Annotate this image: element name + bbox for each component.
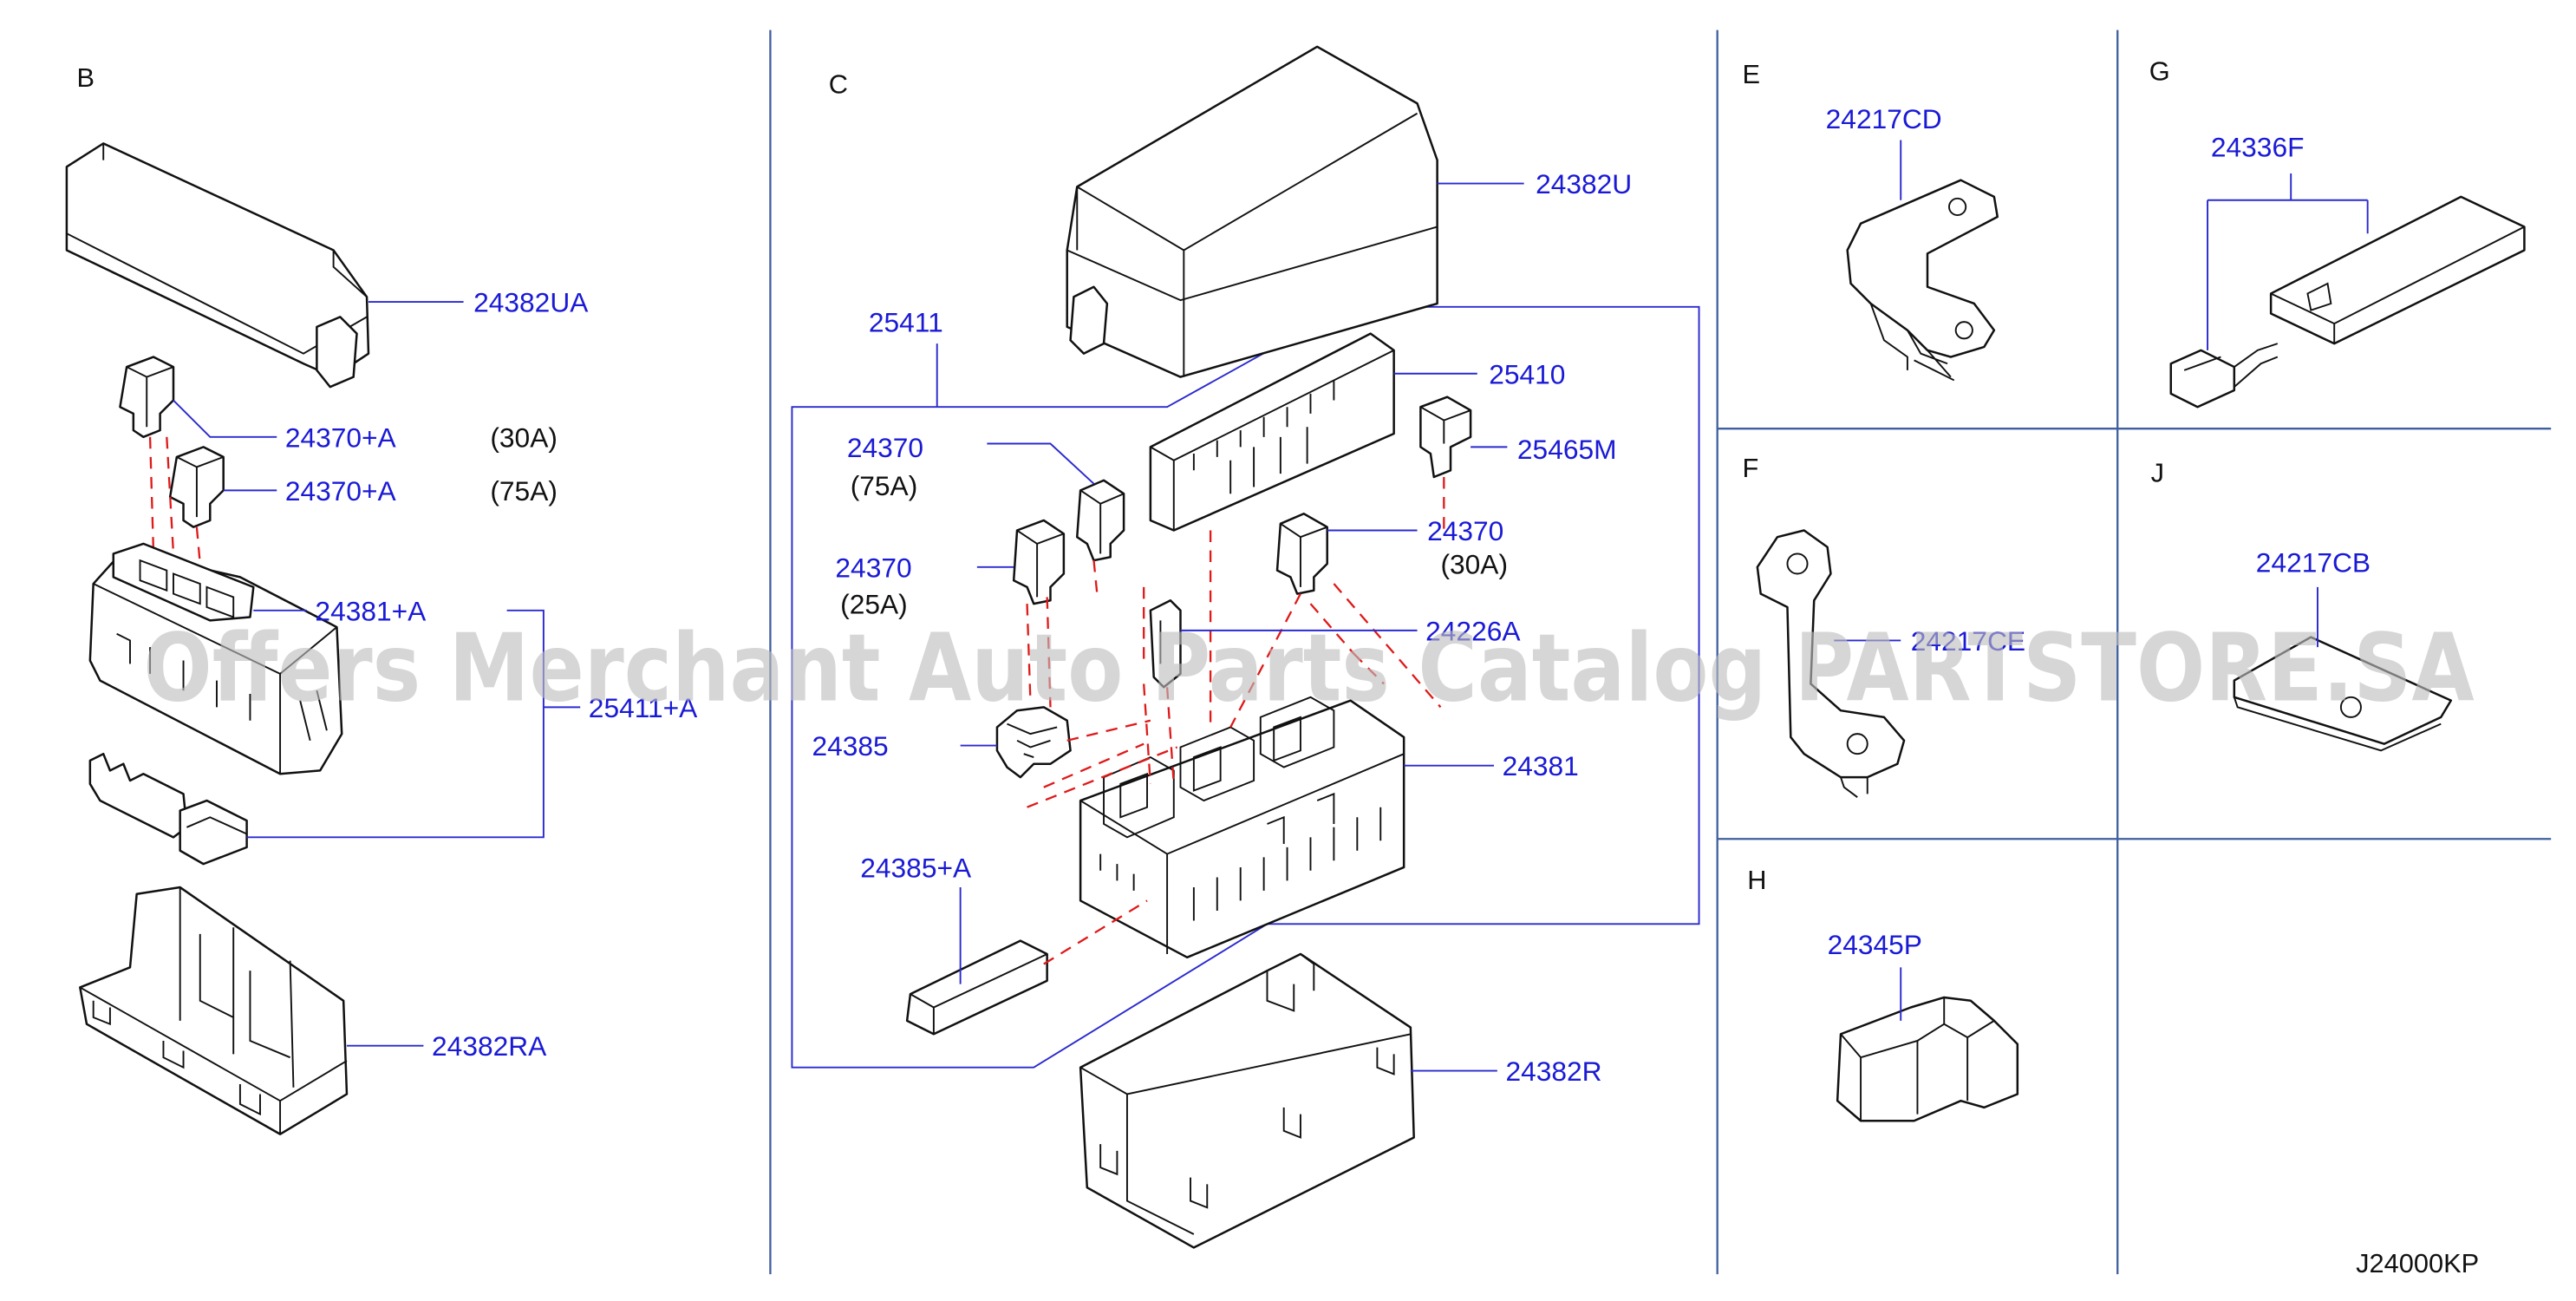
lower-cover-c[interactable]: [1079, 952, 1415, 1249]
pn-24382u[interactable]: 24382U: [1536, 168, 1632, 199]
pn-24217ce[interactable]: 24217CE: [1911, 625, 2025, 657]
fuse-box-cover-b[interactable]: [65, 142, 370, 389]
rating-30a-b: (30A): [490, 422, 558, 453]
panel-dividers: [769, 29, 2552, 1275]
section-label-e: E: [1743, 59, 1761, 89]
connector-24385[interactable]: [995, 706, 1072, 779]
pn-24382r[interactable]: 24382R: [1505, 1056, 1601, 1087]
fuse-box-cover-c[interactable]: [1066, 45, 1438, 378]
fuse-30a-b[interactable]: [119, 356, 175, 439]
rating-75a-c: (75A): [851, 470, 918, 501]
pn-25410[interactable]: 25410: [1489, 358, 1565, 389]
bracket-24217ce[interactable]: [1756, 529, 1906, 798]
pn-24382ra[interactable]: 24382RA: [432, 1030, 547, 1062]
section-label-g: G: [2149, 56, 2170, 86]
section-h: 24345P: [1828, 929, 2019, 1122]
cap-24345p[interactable]: [1836, 996, 2019, 1122]
rating-25a-c: (25A): [840, 589, 908, 620]
pn-24217cd[interactable]: 24217CD: [1826, 103, 1942, 134]
fuse-25465m[interactable]: [1419, 396, 1472, 479]
section-j: 24217CB: [2233, 547, 2453, 752]
section-f: 24217CE: [1756, 529, 2025, 798]
pn-24385[interactable]: 24385: [812, 730, 889, 762]
section-label-c: C: [829, 69, 848, 100]
fuse-75a-c[interactable]: [1076, 479, 1125, 562]
pn-24336f[interactable]: 24336F: [2211, 132, 2305, 163]
section-b: 24382UA 24370+A (30A) 24370+A (75A) 2438…: [65, 142, 698, 1135]
pn-24345p[interactable]: 24345P: [1828, 929, 1922, 960]
section-label-h: H: [1747, 865, 1766, 895]
fuse-bracket-25410[interactable]: [1149, 332, 1395, 532]
pn-24385a[interactable]: 24385+A: [860, 852, 972, 883]
section-g: 24336F: [2169, 132, 2526, 409]
section-e: 24217CD: [1826, 103, 1999, 382]
rating-30a-c: (30A): [1440, 549, 1508, 580]
rating-75a-b: (75A): [490, 475, 558, 507]
pn-25411a[interactable]: 25411+A: [589, 692, 698, 723]
pn-25465m[interactable]: 25465M: [1517, 434, 1617, 465]
lower-cover-b[interactable]: [79, 886, 349, 1135]
pn-24370-30[interactable]: 24370: [1427, 515, 1503, 546]
fuse-block-b[interactable]: [88, 542, 343, 775]
diagram-code: J24000KP: [2356, 1248, 2479, 1278]
bracket-b[interactable]: [88, 752, 248, 866]
section-label-f: F: [1743, 453, 1759, 483]
fuse-30a-c[interactable]: [1275, 513, 1328, 595]
pn-24370-25[interactable]: 24370: [835, 552, 911, 583]
pn-24382ua[interactable]: 24382UA: [473, 287, 589, 318]
pn-24370a-75[interactable]: 24370+A: [285, 475, 397, 507]
watermark: Offers Merchant Auto Parts Catalog PARTS…: [143, 615, 2474, 723]
section-c: 24382U 25411 25410 25465M 24370 (75A) 24…: [791, 45, 1700, 1249]
pn-24381[interactable]: 24381: [1503, 750, 1579, 781]
fuse-block-24381[interactable]: [1079, 696, 1405, 959]
plate-24217cb[interactable]: [2233, 636, 2453, 752]
fuse-25a-c[interactable]: [1012, 519, 1066, 605]
pn-24370a-30[interactable]: 24370+A: [285, 422, 397, 453]
section-label-b: B: [76, 62, 95, 93]
section-label-j: J: [2151, 458, 2164, 488]
harness-24336f[interactable]: [2169, 195, 2526, 409]
fuse-75a-b[interactable]: [168, 446, 225, 528]
pn-25411[interactable]: 25411: [869, 307, 943, 338]
pn-24381a[interactable]: 24381+A: [315, 595, 427, 626]
pn-24226a[interactable]: 24226A: [1425, 615, 1521, 646]
assy-group-frame: [791, 305, 1700, 1069]
bracket-24217cd[interactable]: [1846, 179, 1999, 382]
fuse-puller-24226a[interactable]: [1149, 599, 1182, 689]
fusible-link-24385a[interactable]: [905, 939, 1048, 1036]
pn-24370-75[interactable]: 24370: [847, 432, 923, 463]
pn-24217cb[interactable]: 24217CB: [2256, 547, 2371, 579]
